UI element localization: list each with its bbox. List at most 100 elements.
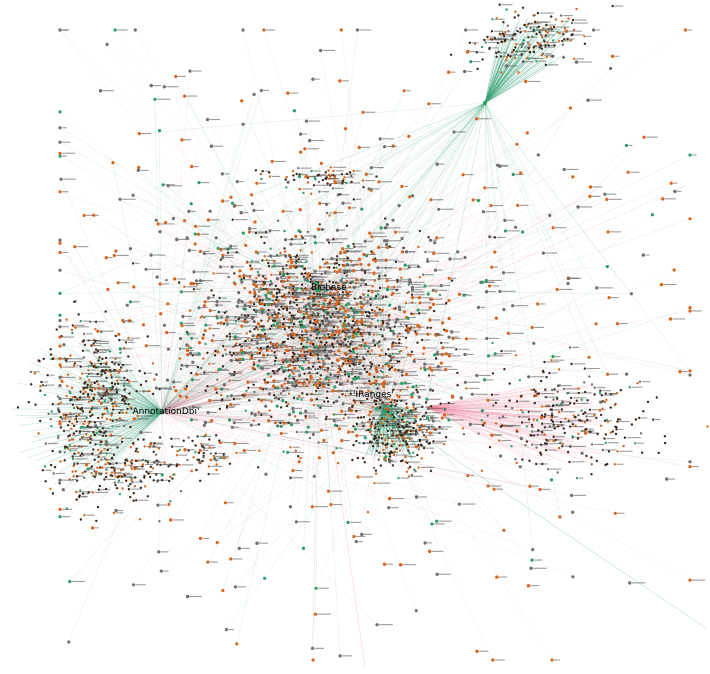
node [536,11,540,15]
node-label-mark [346,329,358,331]
node-label-mark [106,400,113,402]
node-label-mark [580,206,593,208]
node [562,56,565,59]
node-label-mark [389,289,399,291]
node-label-mark [251,228,257,230]
node [253,295,256,298]
node [103,447,106,451]
node [129,446,132,449]
node [387,496,392,501]
node-label-mark [375,259,386,261]
node [509,55,512,58]
node [269,282,273,286]
node [588,408,592,411]
node [179,490,183,493]
node [270,273,273,277]
node [186,353,190,357]
node [57,436,60,440]
node [556,471,559,474]
node [527,375,531,379]
node-label-mark [248,316,258,318]
node [335,258,338,262]
node-label-mark [293,238,307,240]
node [300,398,303,401]
node [203,329,207,333]
node [81,471,84,474]
node [318,190,321,193]
node [282,421,286,425]
node [548,213,552,217]
node [486,398,490,402]
node [369,361,372,364]
node-label-mark [311,381,324,383]
node-label-mark [283,366,289,368]
node [123,461,127,465]
node [629,292,634,296]
node-label-mark [505,272,515,274]
node [271,384,276,388]
node [372,339,376,343]
node [252,361,255,364]
node [351,319,354,323]
node-label-mark [420,466,435,468]
node [488,284,492,288]
node-label-mark [372,304,387,306]
node [228,335,232,338]
node [616,450,619,453]
node [463,69,467,74]
node [283,295,287,299]
node [338,396,341,399]
node [121,394,124,398]
node-label-mark [102,394,116,396]
node-label-mark [655,419,661,421]
node [492,404,495,407]
node [316,174,319,177]
node [190,469,193,473]
node-label-mark [549,41,558,43]
node [614,425,617,428]
node [642,135,646,139]
node [273,387,277,390]
node [571,435,574,438]
node [341,179,345,183]
node-label-mark [316,184,330,186]
node [317,380,321,384]
node-label-mark [359,387,370,389]
node [263,241,266,245]
node [688,465,692,469]
node [322,362,326,366]
node-label-mark [312,318,319,320]
node [505,8,508,11]
node [379,398,382,402]
node-label-mark [102,395,109,397]
node [178,448,181,452]
node-label-mark [488,337,500,339]
node-label-mark [263,89,269,91]
node [561,20,564,23]
node [390,356,394,360]
node-label-mark [299,254,309,256]
node [605,265,609,269]
node [82,422,85,426]
node-label-mark [548,56,555,58]
node-label-mark [215,272,229,274]
node [575,399,578,402]
node [595,286,599,290]
node [213,354,217,357]
node [327,241,331,244]
node-label-mark [205,444,215,446]
node-label-mark [386,563,393,565]
node [292,396,296,400]
node [105,376,108,380]
node [87,491,90,494]
node-label-mark [468,387,480,389]
node [58,28,62,32]
node-label-mark [298,288,305,290]
node [77,451,80,454]
node-label-mark [379,624,393,626]
node-label-mark [399,318,406,320]
node-label-mark [320,329,327,331]
node [609,66,613,71]
node-label-mark [265,29,276,31]
node [373,309,376,313]
